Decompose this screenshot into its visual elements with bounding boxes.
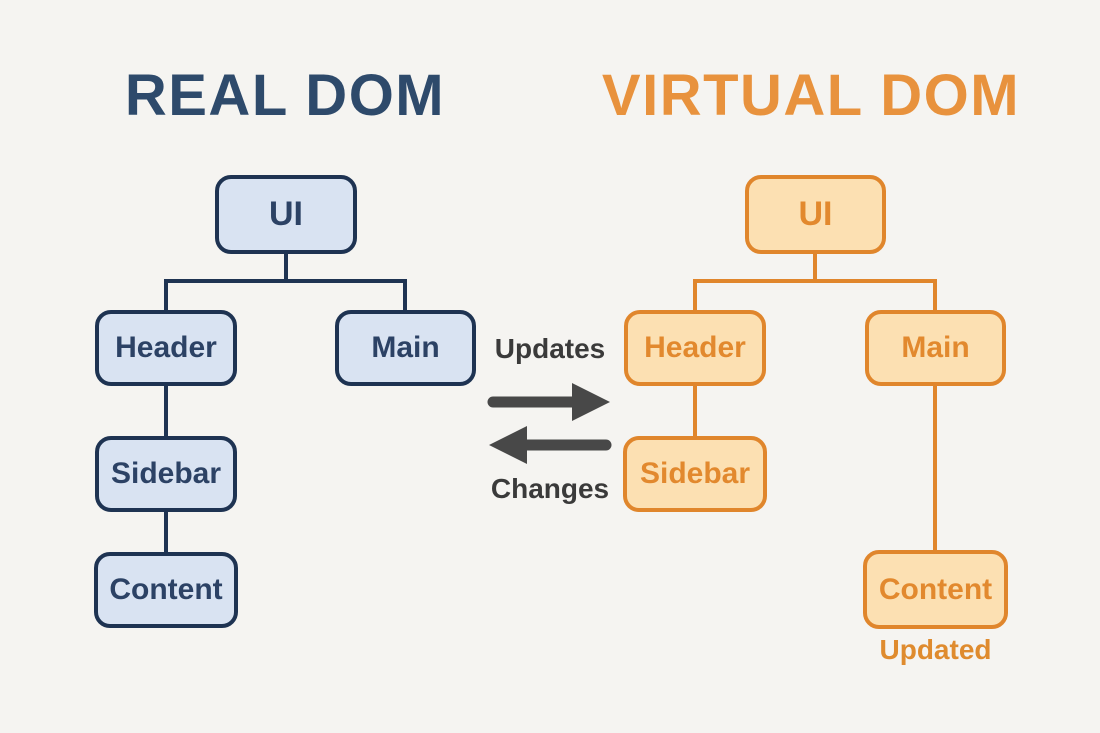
virtual-header-sidebar-connector — [693, 384, 697, 438]
real-dom-content-node: Content — [94, 552, 238, 628]
real-branch-bar — [164, 279, 407, 283]
changes-left-arrow-icon — [489, 426, 612, 464]
real-header-sidebar-connector — [164, 384, 168, 438]
real-header-stub — [164, 279, 168, 312]
real-ui-connector — [284, 251, 288, 281]
virtual-dom-ui-node: UI — [745, 175, 886, 254]
real-sidebar-content-connector — [164, 510, 168, 554]
real-dom-title: REAL DOM — [124, 63, 446, 128]
real-dom-ui-node: UI — [215, 175, 357, 254]
virtual-dom-title: VIRTUAL DOM — [601, 63, 1021, 128]
virtual-dom-content-node: Content — [863, 550, 1008, 629]
updates-label: Updates — [494, 333, 606, 364]
virtual-main-stub — [933, 279, 937, 312]
updated-annotation: Updated — [879, 634, 992, 665]
virtual-ui-connector — [813, 251, 817, 281]
updates-right-arrow-icon — [487, 383, 610, 421]
virtual-dom-sidebar-node: Sidebar — [623, 436, 767, 512]
virtual-dom-main-node: Main — [865, 310, 1006, 386]
real-dom-main-node: Main — [335, 310, 476, 386]
real-main-stub — [403, 279, 407, 312]
virtual-branch-bar — [693, 279, 937, 283]
real-dom-header-node: Header — [95, 310, 237, 386]
virtual-main-content-connector — [933, 384, 937, 552]
virtual-dom-header-node: Header — [624, 310, 766, 386]
real-dom-sidebar-node: Sidebar — [95, 436, 237, 512]
virtual-header-stub — [693, 279, 697, 312]
changes-label: Changes — [490, 473, 610, 504]
